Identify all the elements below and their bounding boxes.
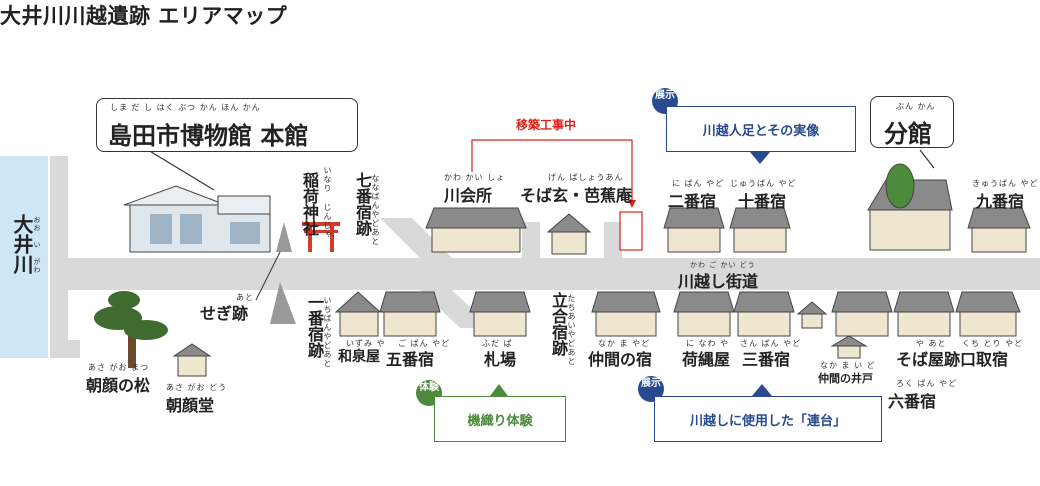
niban-furigana: に ばん やど [672,179,725,188]
segi-furigana: あと [236,293,254,302]
rendai-callout[interactable]: 川越しに使用した「連台」 [654,396,882,442]
annex-box[interactable] [870,96,954,148]
weaving-pointer [490,384,508,396]
sobaya-furigana: や あと [916,339,947,348]
torii-gate [302,222,340,252]
museum-building [123,185,271,253]
goban-furigana: ご ばん やど [398,339,451,348]
statue-pointer [750,152,770,164]
juban-furigana: じゅうばん やど [730,179,797,188]
nanaban-label[interactable]: 七番宿跡 [353,172,372,236]
construction-label: 移築工事中 [516,118,577,132]
ninawa-label[interactable]: 荷縄屋 [682,350,731,369]
river-furigana: おお い がわ [33,216,41,274]
museum-box[interactable] [96,98,358,152]
houses-south [172,291,1021,377]
well-label[interactable]: 仲間の井戸 [818,372,873,385]
asagao-matsu-furigana: あさ がお まつ [88,363,150,372]
soba-label[interactable]: そば玄・芭蕉庵 [520,186,633,205]
museum-pointer [147,149,215,191]
rokuban-label[interactable]: 六番宿 [888,392,937,411]
asagao-do-furigana: あさ がお どう [166,383,228,392]
ichiban-label[interactable]: 一番宿跡 [305,294,324,358]
nanaban-furigana: ななばんやどあと [371,174,380,246]
kuchitori-label[interactable]: 口取宿 [960,350,1009,369]
construction-line [471,139,633,202]
fudaba-furigana: ふだ ば [482,339,513,348]
museum-name[interactable]: 島田市博物館 本館 [108,122,309,150]
page-title: 大井川川越遺跡 エリアマップ [0,4,288,28]
well-furigana: なか ま い ど [820,361,876,370]
tachiai-furigana: たちあいやどあと [567,294,576,366]
river-label: 大井川 [10,214,34,274]
inari-label[interactable]: 稲荷神社 [300,172,319,236]
sanban-furigana: さん ばん やど [740,339,802,348]
soba-furigana: げん ばしょうあん [548,173,624,182]
inari-furigana: いなり じんじゃ [323,166,332,239]
goban-label[interactable]: 五番宿 [386,350,435,369]
pine-tree [94,291,168,368]
kuchitori-furigana: くち とり やど [962,339,1024,348]
izumiya-label[interactable]: 和泉屋 [338,349,380,365]
sobaya-label[interactable]: そば屋跡 [896,350,961,369]
annex-pointer [919,149,935,169]
ichiban-furigana: いちばんやどあと [323,296,332,368]
segi-stone [270,282,296,324]
river-shape [0,156,48,358]
street-furigana: かわ ご かい どう [690,261,756,269]
museum-furigana: しま だ し はく ぶつ かん ほん かん [110,103,261,112]
ninawa-furigana: に なわ や [686,339,730,348]
segi-label[interactable]: せぎ跡 [200,304,249,323]
houses-north [425,207,1031,255]
izumiya-furigana: いずみ や [346,339,386,348]
niban-label[interactable]: 二番宿 [668,192,717,211]
fudaba-label[interactable]: 札場 [484,350,517,369]
annex-building [867,163,953,251]
nakama-furigana: なか ま やど [598,339,651,348]
annex-furigana: ぶん かん [896,102,936,111]
sanban-label[interactable]: 三番宿 [742,350,791,369]
stone-monument [276,222,292,252]
weaving-callout[interactable]: 機織り体験 [434,396,566,442]
tachiai-label[interactable]: 立合宿跡 [549,292,568,356]
asagao-do-label[interactable]: 朝顔堂 [166,396,215,415]
juban-label[interactable]: 十番宿 [738,192,787,211]
statue-callout[interactable]: 川越人足とその実像 [666,106,856,152]
construction-site [619,211,643,251]
kyuban-furigana: きゅうばん やど [972,179,1039,188]
asagao-matsu-label[interactable]: 朝顔の松 [86,376,151,395]
rokuban-furigana: ろく ばん やど [896,379,958,388]
nakama-label[interactable]: 仲間の宿 [588,350,653,369]
kawakaisho-furigana: かわ かい しょ [444,173,506,182]
kawakaisho-label[interactable]: 川会所 [444,186,493,205]
rendai-pointer [752,384,772,396]
annex-name[interactable]: 分館 [884,120,932,148]
street-name: 川越し街道 [678,272,759,291]
kyuban-label[interactable]: 九番宿 [976,192,1025,211]
